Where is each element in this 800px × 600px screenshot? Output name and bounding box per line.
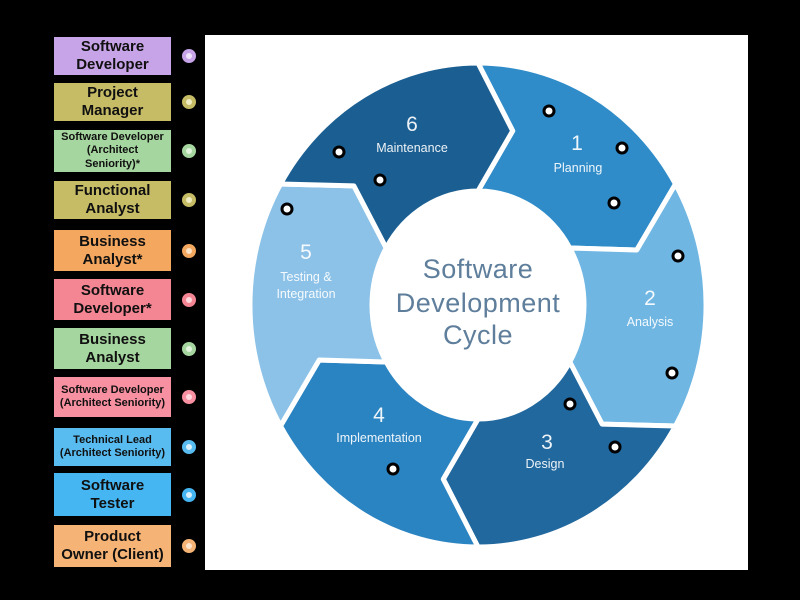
target-dot-11[interactable] (386, 462, 400, 476)
label-software-developer[interactable]: Software Developer (52, 35, 196, 77)
connector-dot[interactable] (182, 49, 196, 63)
segment-label-maintenance: Maintenance (376, 141, 448, 155)
label-text: Software Developer (76, 38, 149, 73)
connector-line (171, 445, 188, 449)
label-text: Functional Analyst (74, 182, 151, 217)
label-text: Product Owner (Client) (61, 528, 164, 563)
connector-dot[interactable] (182, 95, 196, 109)
segment-number-3: 3 (541, 431, 553, 454)
target-dot-4[interactable] (332, 145, 346, 159)
connector-dot[interactable] (182, 487, 196, 502)
label-text: Software Developer (Architect Seniority) (59, 383, 166, 409)
connector-line (171, 297, 188, 302)
target-dot-5[interactable] (373, 173, 387, 187)
label-text: Technical Lead (Architect Seniority) (59, 433, 166, 459)
segment-maintenance (278, 60, 516, 251)
connector-dot[interactable] (182, 243, 196, 258)
label-project-manager[interactable]: Project Manager (52, 81, 196, 123)
connector-line (171, 544, 188, 548)
segment-label-analysis: Analysis (627, 315, 674, 329)
connector-dot[interactable] (182, 440, 196, 454)
label-software-tester[interactable]: Software Tester (52, 471, 196, 518)
connector-line (171, 395, 188, 399)
target-dot-1[interactable] (542, 104, 556, 118)
label-business-analyst[interactable]: Business Analyst (52, 326, 196, 371)
connector-dot[interactable] (182, 390, 196, 404)
segment-label-testing-integration: Testing &Integration (276, 270, 335, 301)
target-dot-6[interactable] (280, 202, 294, 216)
target-dot-7[interactable] (671, 249, 685, 263)
segment-label-implementation: Implementation (336, 431, 422, 445)
label-software-developer[interactable]: Software Developer* (52, 277, 196, 322)
label-product-owner-client[interactable]: Product Owner (Client) (52, 523, 196, 569)
label-text: Software Tester (80, 476, 145, 512)
segment-planning (475, 60, 678, 253)
segment-number-1: 1 (571, 132, 583, 155)
connector-line (171, 100, 188, 104)
target-dot-8[interactable] (665, 366, 679, 380)
segment-implementation (278, 357, 481, 550)
label-text: Software Developer (Architect Seniority)… (61, 130, 164, 170)
segment-number-2: 2 (644, 287, 656, 310)
label-text: Software Developer* (73, 281, 152, 317)
segment-number-4: 4 (373, 404, 385, 427)
label-functional-analyst[interactable]: Functional Analyst (52, 179, 196, 221)
connector-line (171, 54, 188, 58)
connector-line (171, 346, 188, 351)
target-dot-9[interactable] (563, 397, 577, 411)
connector-dot[interactable] (182, 193, 196, 207)
label-text: Project Manager (81, 84, 144, 119)
label-text: Business Analyst (79, 330, 146, 366)
connector-dot[interactable] (182, 539, 196, 553)
label-technical-lead-architect-seniority[interactable]: Technical Lead (Architect Seniority) (52, 426, 196, 468)
label-text: Business Analyst* (79, 232, 146, 268)
connector-dot[interactable] (182, 341, 196, 356)
connector-dot[interactable] (182, 292, 196, 307)
connector-line (171, 149, 188, 153)
segment-number-5: 5 (300, 241, 312, 264)
label-software-developer-architect-seniority[interactable]: Software Developer (Architect Seniority)… (52, 128, 196, 174)
target-dot-2[interactable] (615, 141, 629, 155)
target-dot-3[interactable] (607, 196, 621, 210)
segment-label-planning: Planning (554, 161, 603, 175)
connector-line (171, 248, 188, 253)
connector-dot[interactable] (182, 144, 196, 158)
target-dot-10[interactable] (608, 440, 622, 454)
label-software-developer-architect-seniority[interactable]: Software Developer (Architect Seniority) (52, 375, 196, 419)
connector-line (171, 492, 188, 497)
segment-label-design: Design (526, 457, 565, 471)
label-business-analyst[interactable]: Business Analyst* (52, 228, 196, 273)
segment-number-6: 6 (406, 113, 418, 136)
connector-line (171, 198, 188, 202)
